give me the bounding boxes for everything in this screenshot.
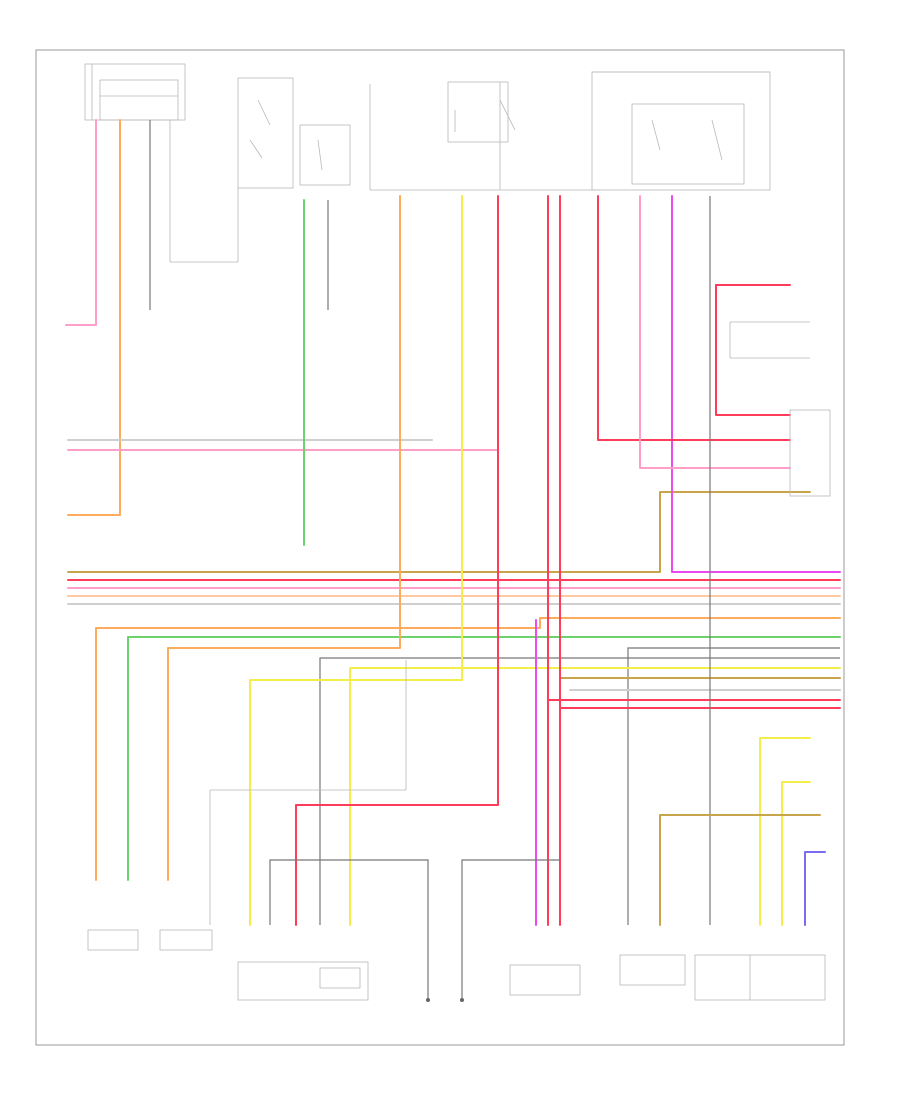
wire-magenta-right xyxy=(671,195,841,573)
wire-gray-center xyxy=(269,859,429,1000)
wire-olive-bus xyxy=(67,491,811,573)
ground-point-2 xyxy=(460,998,464,1002)
wire-red-v1 xyxy=(547,195,841,701)
wire-red-v2 xyxy=(559,195,841,709)
wire-pink-right xyxy=(639,195,791,469)
hot-in-run-connector-2 xyxy=(299,84,371,190)
wire-red-right xyxy=(597,195,791,441)
wire-pink-left xyxy=(65,119,97,326)
diagram-frame xyxy=(35,49,845,1046)
relay-switch xyxy=(729,321,831,497)
underhood-relay-center xyxy=(447,81,516,190)
wire-yellow-h xyxy=(349,667,841,926)
right-module xyxy=(619,954,686,986)
wire-gray-h xyxy=(319,657,840,925)
control-module xyxy=(237,961,369,1001)
wire-gray-right xyxy=(627,647,840,925)
wire-orange-v2 xyxy=(167,195,401,881)
hot-in-run-connector-1 xyxy=(237,77,294,189)
wire-violet-right xyxy=(804,851,826,926)
wire-green-h xyxy=(127,636,841,881)
wire-yellow-right xyxy=(759,737,811,926)
wire-red-relay xyxy=(715,284,791,416)
left-sensor-1 xyxy=(87,929,139,951)
ground-point-1 xyxy=(426,998,430,1002)
wire-yellow-v xyxy=(249,195,463,926)
wire-orange-long xyxy=(95,617,841,881)
wire-red-bottom xyxy=(295,195,499,926)
wire-yellow-right-2 xyxy=(781,781,811,926)
wire-gray-center-2 xyxy=(461,859,560,1000)
right-sensor xyxy=(694,954,826,1001)
center-module xyxy=(509,964,581,996)
fuse-block xyxy=(84,63,186,121)
right-connector-block xyxy=(591,71,771,191)
wire-olive-right xyxy=(659,814,821,926)
left-sensor-2 xyxy=(159,929,213,951)
wire-orange-left xyxy=(67,119,121,516)
